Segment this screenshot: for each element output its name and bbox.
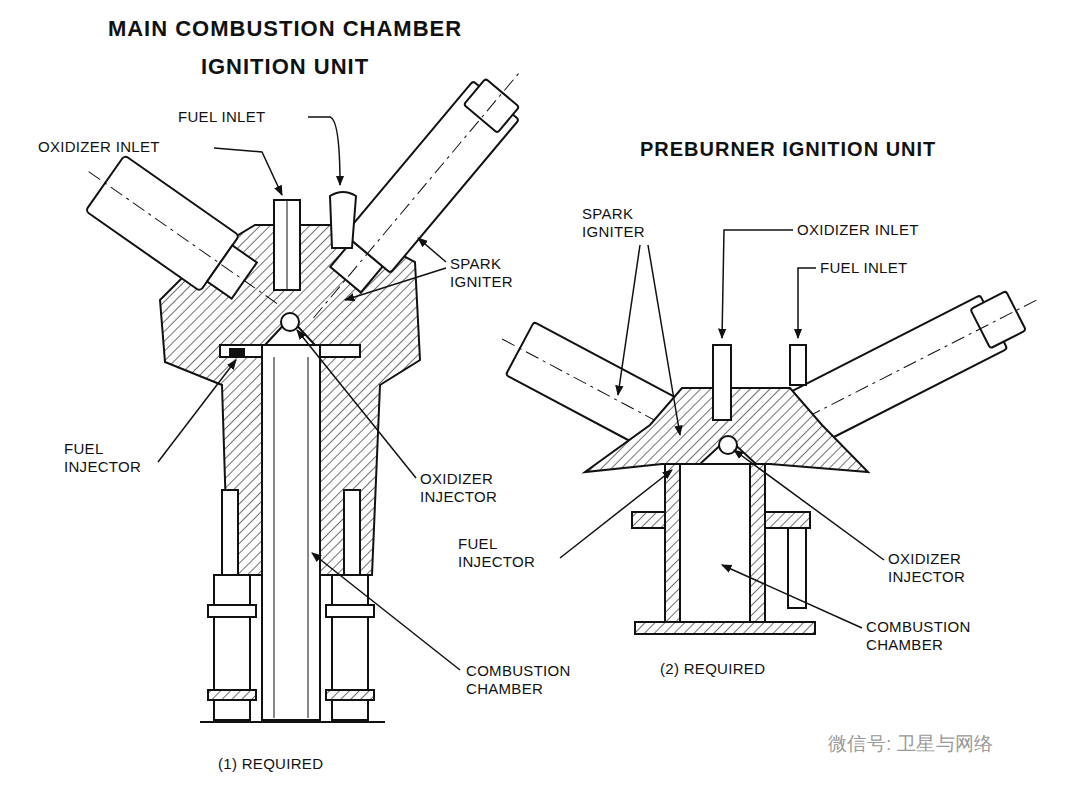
part-label: OXIDIZER INLET <box>797 221 977 239</box>
part-label: FUEL INJECTOR <box>458 535 558 571</box>
quantity-note: (1) REQUIRED <box>218 755 378 773</box>
part-label: COMBUSTION CHAMBER <box>866 618 1016 654</box>
part-label: FUEL INLET <box>178 108 308 126</box>
part-label: SPARK IGNITER <box>450 255 550 291</box>
part-label: SPARK IGNITER <box>582 205 677 241</box>
diagram-title: PREBURNER IGNITION UNIT <box>640 137 1040 161</box>
part-label: OXIDIZER INJECTOR <box>420 470 535 506</box>
watermark: 微信号: 卫星与网络 <box>828 732 1068 756</box>
diagram-title: MAIN COMBUSTION CHAMBER IGNITION UNIT <box>60 10 510 86</box>
part-label: OXIDIZER INLET <box>38 138 213 156</box>
part-label: OXIDIZER INJECTOR <box>888 550 1003 586</box>
part-label: COMBUSTION CHAMBER <box>466 662 616 698</box>
leader-lines <box>158 117 884 670</box>
part-label: FUEL INLET <box>820 259 950 277</box>
quantity-note: (2) REQUIRED <box>660 660 820 678</box>
part-label: FUEL INJECTOR <box>64 440 159 476</box>
